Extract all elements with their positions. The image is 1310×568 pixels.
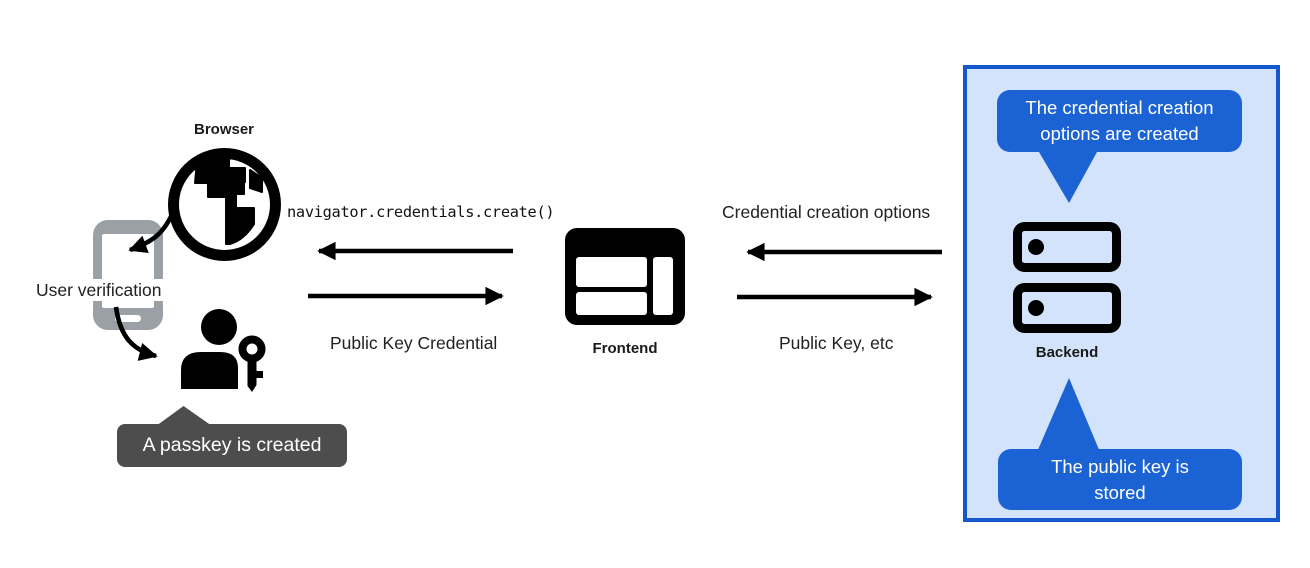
options-created-callout: The credential creation options are crea…	[997, 90, 1242, 152]
user-verification-label: User verification	[33, 279, 165, 301]
credential-creation-options-label: Credential creation options	[722, 202, 931, 222]
browser-label: Browser	[193, 121, 255, 138]
create-call-label: navigator.credentials.create()	[287, 203, 555, 221]
arrow-device-to-user	[113, 306, 158, 361]
person-key-icon	[181, 309, 266, 392]
public-key-etc-label: Public Key, etc	[779, 333, 894, 353]
backend-label: Backend	[1035, 344, 1099, 361]
server-icon	[1013, 222, 1121, 333]
options-callout-pointer	[1039, 152, 1097, 203]
stored-callout-pointer	[1037, 378, 1100, 452]
public-key-stored-callout: The public key is stored	[998, 449, 1242, 510]
browser-window-icon	[565, 228, 685, 325]
frontend-label: Frontend	[592, 340, 658, 357]
globe-icon	[168, 148, 281, 261]
phone-home-bar	[115, 315, 141, 322]
public-key-credential-label: Public Key Credential	[330, 333, 498, 353]
arrow-browser-to-device	[128, 209, 177, 253]
passkey-created-callout: A passkey is created	[117, 424, 347, 467]
passkey-callout-pointer	[156, 406, 212, 426]
